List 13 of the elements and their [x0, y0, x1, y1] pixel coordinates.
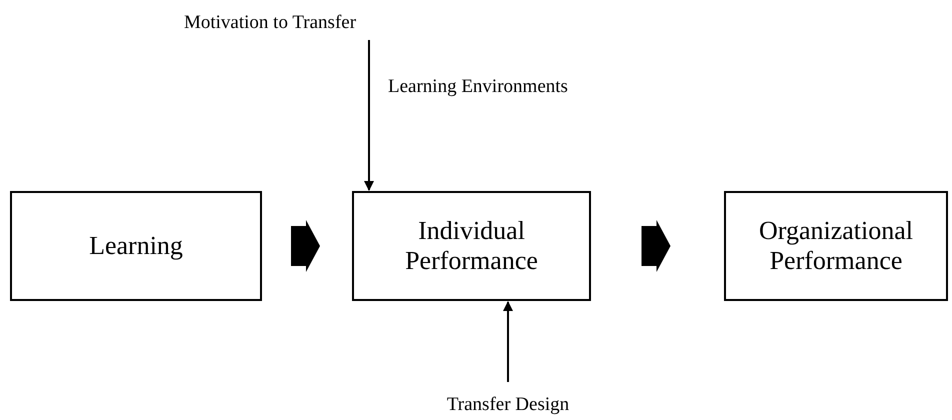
box-label: Learning — [89, 231, 183, 261]
arrow — [503, 301, 513, 382]
factor-label: Learning Environments — [388, 76, 568, 98]
arrow — [364, 40, 374, 191]
process-box — [10, 191, 262, 301]
process-box — [352, 191, 591, 301]
factor-label: Motivation to Transfer — [140, 8, 400, 38]
block-arrow — [291, 220, 320, 272]
box-label: Organizational Performance — [758, 216, 914, 276]
process-box — [724, 191, 948, 301]
box-label: Individual Performance — [404, 216, 539, 276]
factor-label: Transfer Design — [400, 390, 616, 420]
block-arrow — [642, 220, 670, 272]
